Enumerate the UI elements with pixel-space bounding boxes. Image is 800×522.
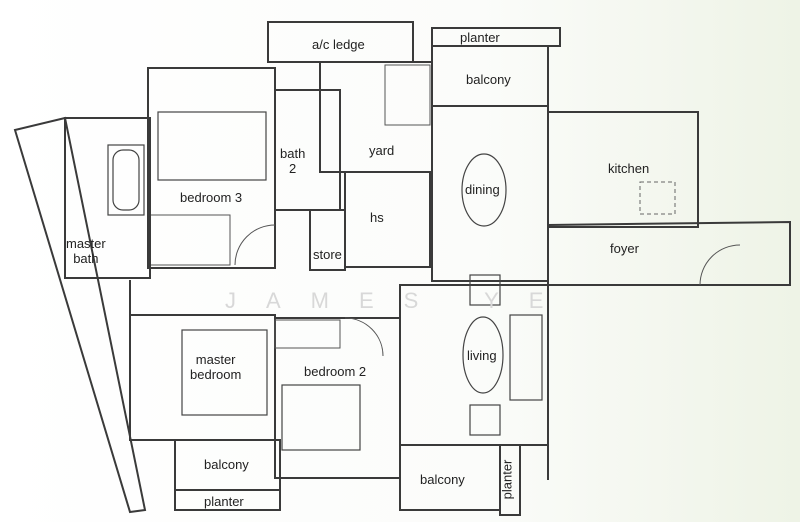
master-bedroom-line1: master [195, 352, 236, 367]
diagonal-planter [13, 116, 147, 514]
kitchen-area [547, 111, 699, 228]
label-planter-top: planter [460, 30, 500, 45]
label-ac-ledge: a/c ledge [312, 37, 365, 52]
foyer-area [547, 220, 791, 286]
master-bedroom-line2: bedroom [190, 367, 242, 382]
label-planter-bottom-left: planter [204, 494, 244, 509]
label-balcony-top: balcony [466, 72, 511, 87]
planter-bottom-right-area [499, 444, 521, 516]
planter-bottom-left-area [174, 489, 281, 511]
bath2-line1: bath [280, 146, 306, 161]
label-living: living [467, 348, 497, 363]
label-dining: dining [465, 182, 500, 197]
bedroom2-area [274, 317, 401, 479]
bedroom3-area [147, 67, 276, 269]
store-area [309, 209, 346, 271]
label-yard: yard [369, 143, 395, 158]
label-bedroom2: bedroom 2 [304, 364, 367, 379]
bath2-line2: 2 [289, 161, 297, 176]
master-bath-line2: bath [73, 251, 99, 266]
label-hs: hs [370, 210, 384, 225]
label-bedroom3: bedroom 3 [180, 190, 243, 205]
master-bath-area [64, 117, 151, 279]
master-bath-line1: master [66, 236, 106, 251]
hs-room [344, 171, 431, 268]
label-balcony-bottom-right: balcony [420, 472, 465, 487]
label-balcony-bottom-left: balcony [204, 457, 249, 472]
watermark: JAMES YE [225, 288, 574, 313]
label-store: store [313, 247, 342, 262]
label-kitchen: kitchen [608, 161, 650, 176]
label-foyer: foyer [610, 241, 639, 256]
label-planter-bottom-right: planter [499, 459, 515, 500]
